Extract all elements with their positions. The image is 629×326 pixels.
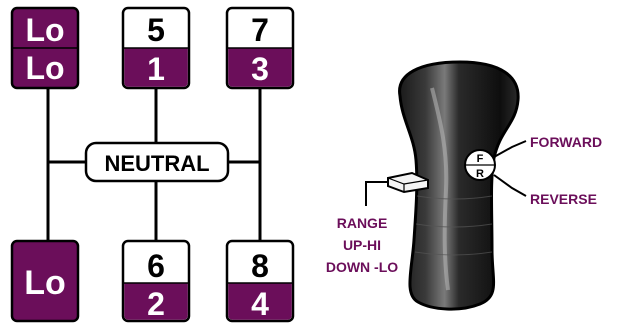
gear-label-3: 3	[251, 51, 269, 87]
forward-label: FORWARD	[530, 134, 602, 150]
shift-knob-illustration: F R	[387, 60, 520, 311]
range-label-line-3: DOWN -LO	[326, 259, 398, 275]
direction-button-f: F	[477, 153, 484, 165]
gear-box-top-middle: 5 1	[121, 6, 191, 90]
reverse-label: REVERSE	[530, 191, 597, 207]
gear-label-top-left-upper: Lo	[25, 12, 64, 48]
forward-callout-line	[493, 140, 527, 158]
gear-box-top-left: Lo Lo	[10, 6, 80, 90]
gear-label-bottom-left: Lo	[24, 264, 66, 302]
gear-label-7: 7	[251, 12, 269, 48]
callout-lines	[365, 140, 527, 206]
gear-label-4: 4	[251, 286, 269, 322]
range-label-line-1: RANGE	[337, 215, 388, 231]
gear-label-5: 5	[147, 12, 165, 48]
gear-label-1: 1	[147, 51, 165, 87]
direction-button-r: R	[476, 168, 484, 180]
range-selector-lever	[387, 171, 429, 194]
gear-label-2: 2	[147, 286, 165, 322]
reverse-callout-line	[493, 174, 527, 197]
gear-box-bottom-right: 8 4	[225, 239, 295, 323]
neutral-box: NEUTRAL	[84, 141, 230, 183]
gear-label-8: 8	[251, 248, 269, 284]
direction-button: F R	[464, 149, 496, 181]
gear-box-top-right: 7 3	[225, 6, 295, 90]
neutral-label: NEUTRAL	[104, 151, 209, 176]
shift-pattern-lines	[46, 86, 262, 242]
gear-box-bottom-left: Lo	[10, 239, 80, 323]
gear-label-top-left-lower: Lo	[25, 50, 64, 86]
range-label-line-2: UP-HI	[343, 237, 381, 253]
shift-knob-icon	[398, 60, 520, 311]
gear-box-bottom-middle: 6 2	[121, 239, 191, 323]
range-callout-line	[365, 181, 388, 206]
knob-grip-ridges	[414, 195, 493, 256]
gear-label-6: 6	[147, 248, 165, 284]
